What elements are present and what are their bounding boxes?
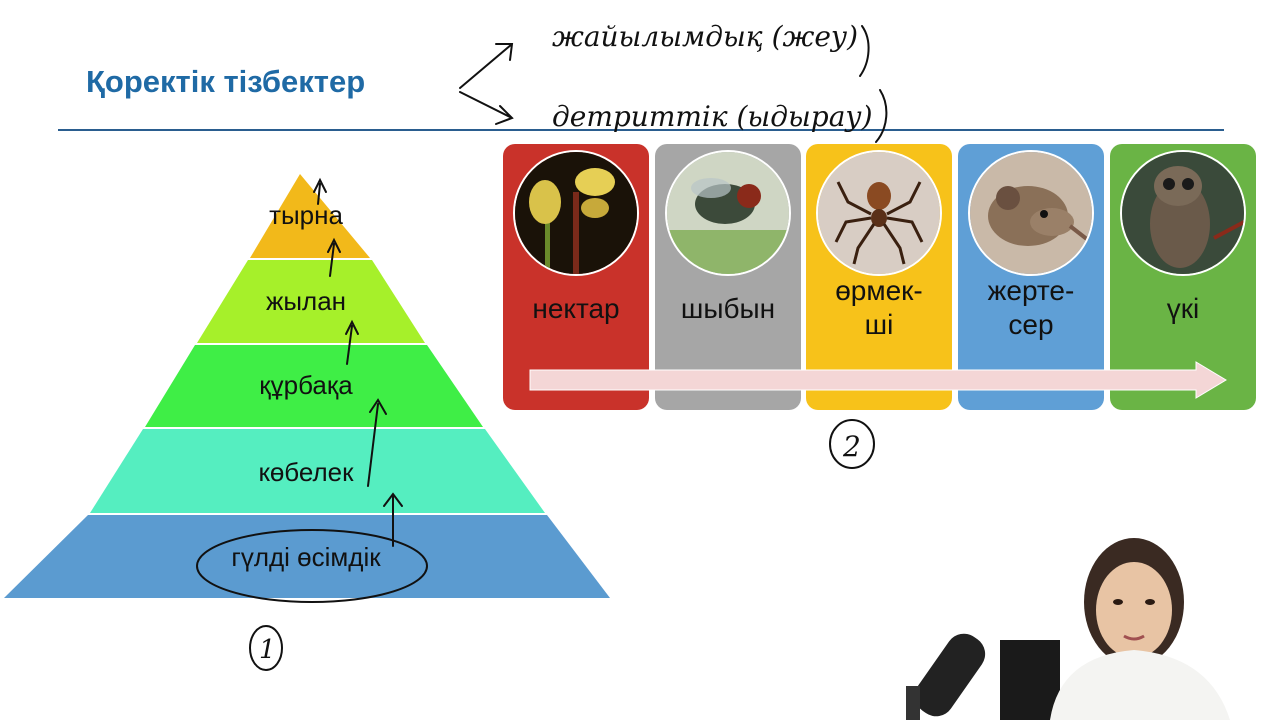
shrew-photo-icon: [968, 150, 1094, 276]
spider-photo-icon: [816, 150, 942, 276]
microphone-icon: [906, 633, 986, 720]
circle-mark-2: [829, 419, 875, 469]
chain-card-spider: өрмек- ші: [806, 144, 952, 410]
up-arrow-icon: [367, 398, 387, 487]
chain-card-shrew: жерте- сер: [958, 144, 1104, 410]
chain-card-fly: шыбын: [655, 144, 801, 410]
branch-arrow-up-icon: [459, 43, 514, 89]
handwritten-line-1: жайылымдық (жеу): [552, 20, 858, 53]
handwritten-number-1: 1: [259, 635, 276, 665]
circled-label-mark: [196, 529, 428, 603]
chain-label-owl: үкі: [1166, 293, 1200, 324]
pyramid-label-zhylan: жылан: [265, 286, 347, 316]
circle-mark-1: [249, 625, 283, 671]
up-arrow-icon: [327, 237, 341, 277]
chain-card-owl: үкі: [1110, 144, 1256, 410]
page-title: Қоректік тізбектер: [86, 64, 366, 99]
pyramid-label-kobelek: көбелек: [258, 457, 354, 487]
chain-label-spider: өрмек- ші: [835, 275, 923, 340]
chain-label-fly: шыбын: [680, 293, 776, 324]
flower-photo-icon: [513, 150, 639, 276]
bracket-close-2: [875, 89, 888, 143]
pyramid-label-tyrna: тырна: [269, 200, 343, 230]
handwritten-number-2: 2: [842, 430, 861, 463]
title-divider: [58, 129, 1224, 131]
up-arrow-icon: [383, 492, 403, 547]
pyramid-level-top: [250, 174, 370, 258]
chain-card-nectar: нектар: [503, 144, 649, 410]
pyramid-level-4: [90, 429, 545, 513]
pyramid-level-base: [4, 515, 610, 598]
pyramid-label-guldi-osimdik: гүлді өсімдік: [231, 542, 381, 572]
chain-label-shrew: жерте- сер: [987, 275, 1075, 340]
pyramid-level-3: [145, 345, 483, 427]
presenter-video: [880, 500, 1280, 720]
chain-label-nectar: нектар: [532, 293, 620, 324]
owl-photo-icon: [1120, 150, 1246, 276]
pyramid-level-2: [197, 260, 425, 343]
pyramid-label-qurbaqa: құрбақа: [259, 370, 353, 400]
branch-arrow-down-icon: [459, 91, 514, 125]
up-arrow-icon: [345, 319, 359, 365]
bracket-close-1: [859, 25, 870, 77]
chain-direction-arrow: [529, 361, 1227, 399]
handwritten-line-2: детриттік (ыдырау): [552, 100, 873, 133]
up-arrow-icon: [313, 177, 327, 205]
